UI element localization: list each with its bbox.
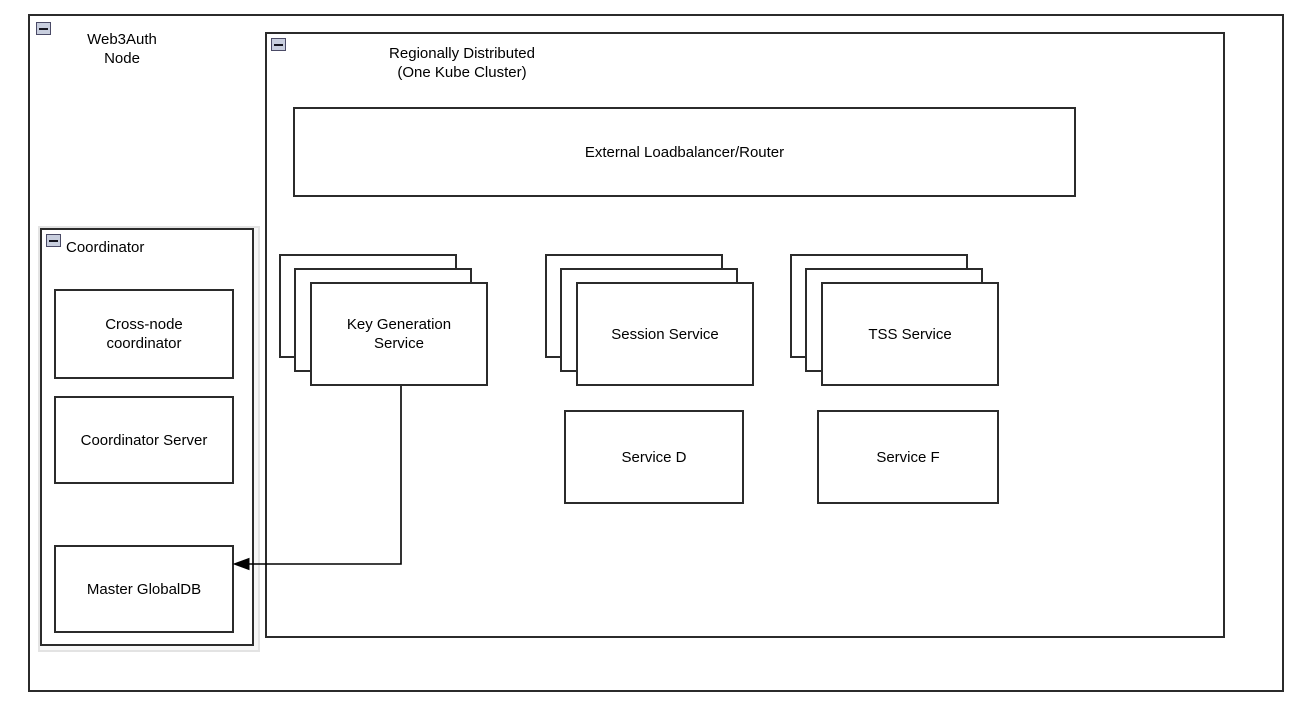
collapse-minus-icon-web3auth-node[interactable] — [36, 22, 51, 35]
node-cross-node-coordinator[interactable]: Cross-node coordinator — [54, 289, 234, 379]
node-label-master-globaldb: Master GlobalDB — [86, 580, 202, 598]
node-label-service-f: Service F — [876, 448, 940, 466]
node-service-d[interactable]: Service D — [564, 410, 744, 504]
stacked-node-key-generation-service[interactable]: Key Generation Service — [279, 254, 519, 386]
stacked-node-session-service[interactable]: Session Service — [545, 254, 785, 386]
node-coordinator-server[interactable]: Coordinator Server — [54, 396, 234, 484]
node-label-service-d: Service D — [621, 448, 687, 466]
node-label-external-loadbalancer: External Loadbalancer/Router — [584, 143, 785, 161]
stack-layer-front[interactable]: TSS Service — [821, 282, 999, 386]
stack-layer-front[interactable]: Key Generation Service — [310, 282, 488, 386]
container-label-kube-cluster: Regionally Distributed (One Kube Cluster… — [389, 45, 535, 81]
node-service-f[interactable]: Service F — [817, 410, 999, 504]
stacked-node-tss-service[interactable]: TSS Service — [790, 254, 1030, 386]
collapse-minus-icon-kube-cluster[interactable] — [271, 38, 286, 51]
stack-layer-front[interactable]: Session Service — [576, 282, 754, 386]
node-master-globaldb[interactable]: Master GlobalDB — [54, 545, 234, 633]
node-external-loadbalancer[interactable]: External Loadbalancer/Router — [293, 107, 1076, 197]
container-label-coordinator: Coordinator — [66, 239, 145, 256]
node-label-tss-service: TSS Service — [868, 325, 952, 343]
container-label-web3auth-node: Web3Auth Node — [87, 31, 157, 67]
collapse-minus-icon-coordinator[interactable] — [46, 234, 61, 247]
node-label-cross-node-coordinator: Cross-node coordinator — [105, 316, 183, 352]
node-label-key-generation-service: Key Generation Service — [346, 316, 452, 352]
node-label-coordinator-server: Coordinator Server — [80, 431, 208, 449]
node-label-session-service: Session Service — [611, 325, 719, 343]
